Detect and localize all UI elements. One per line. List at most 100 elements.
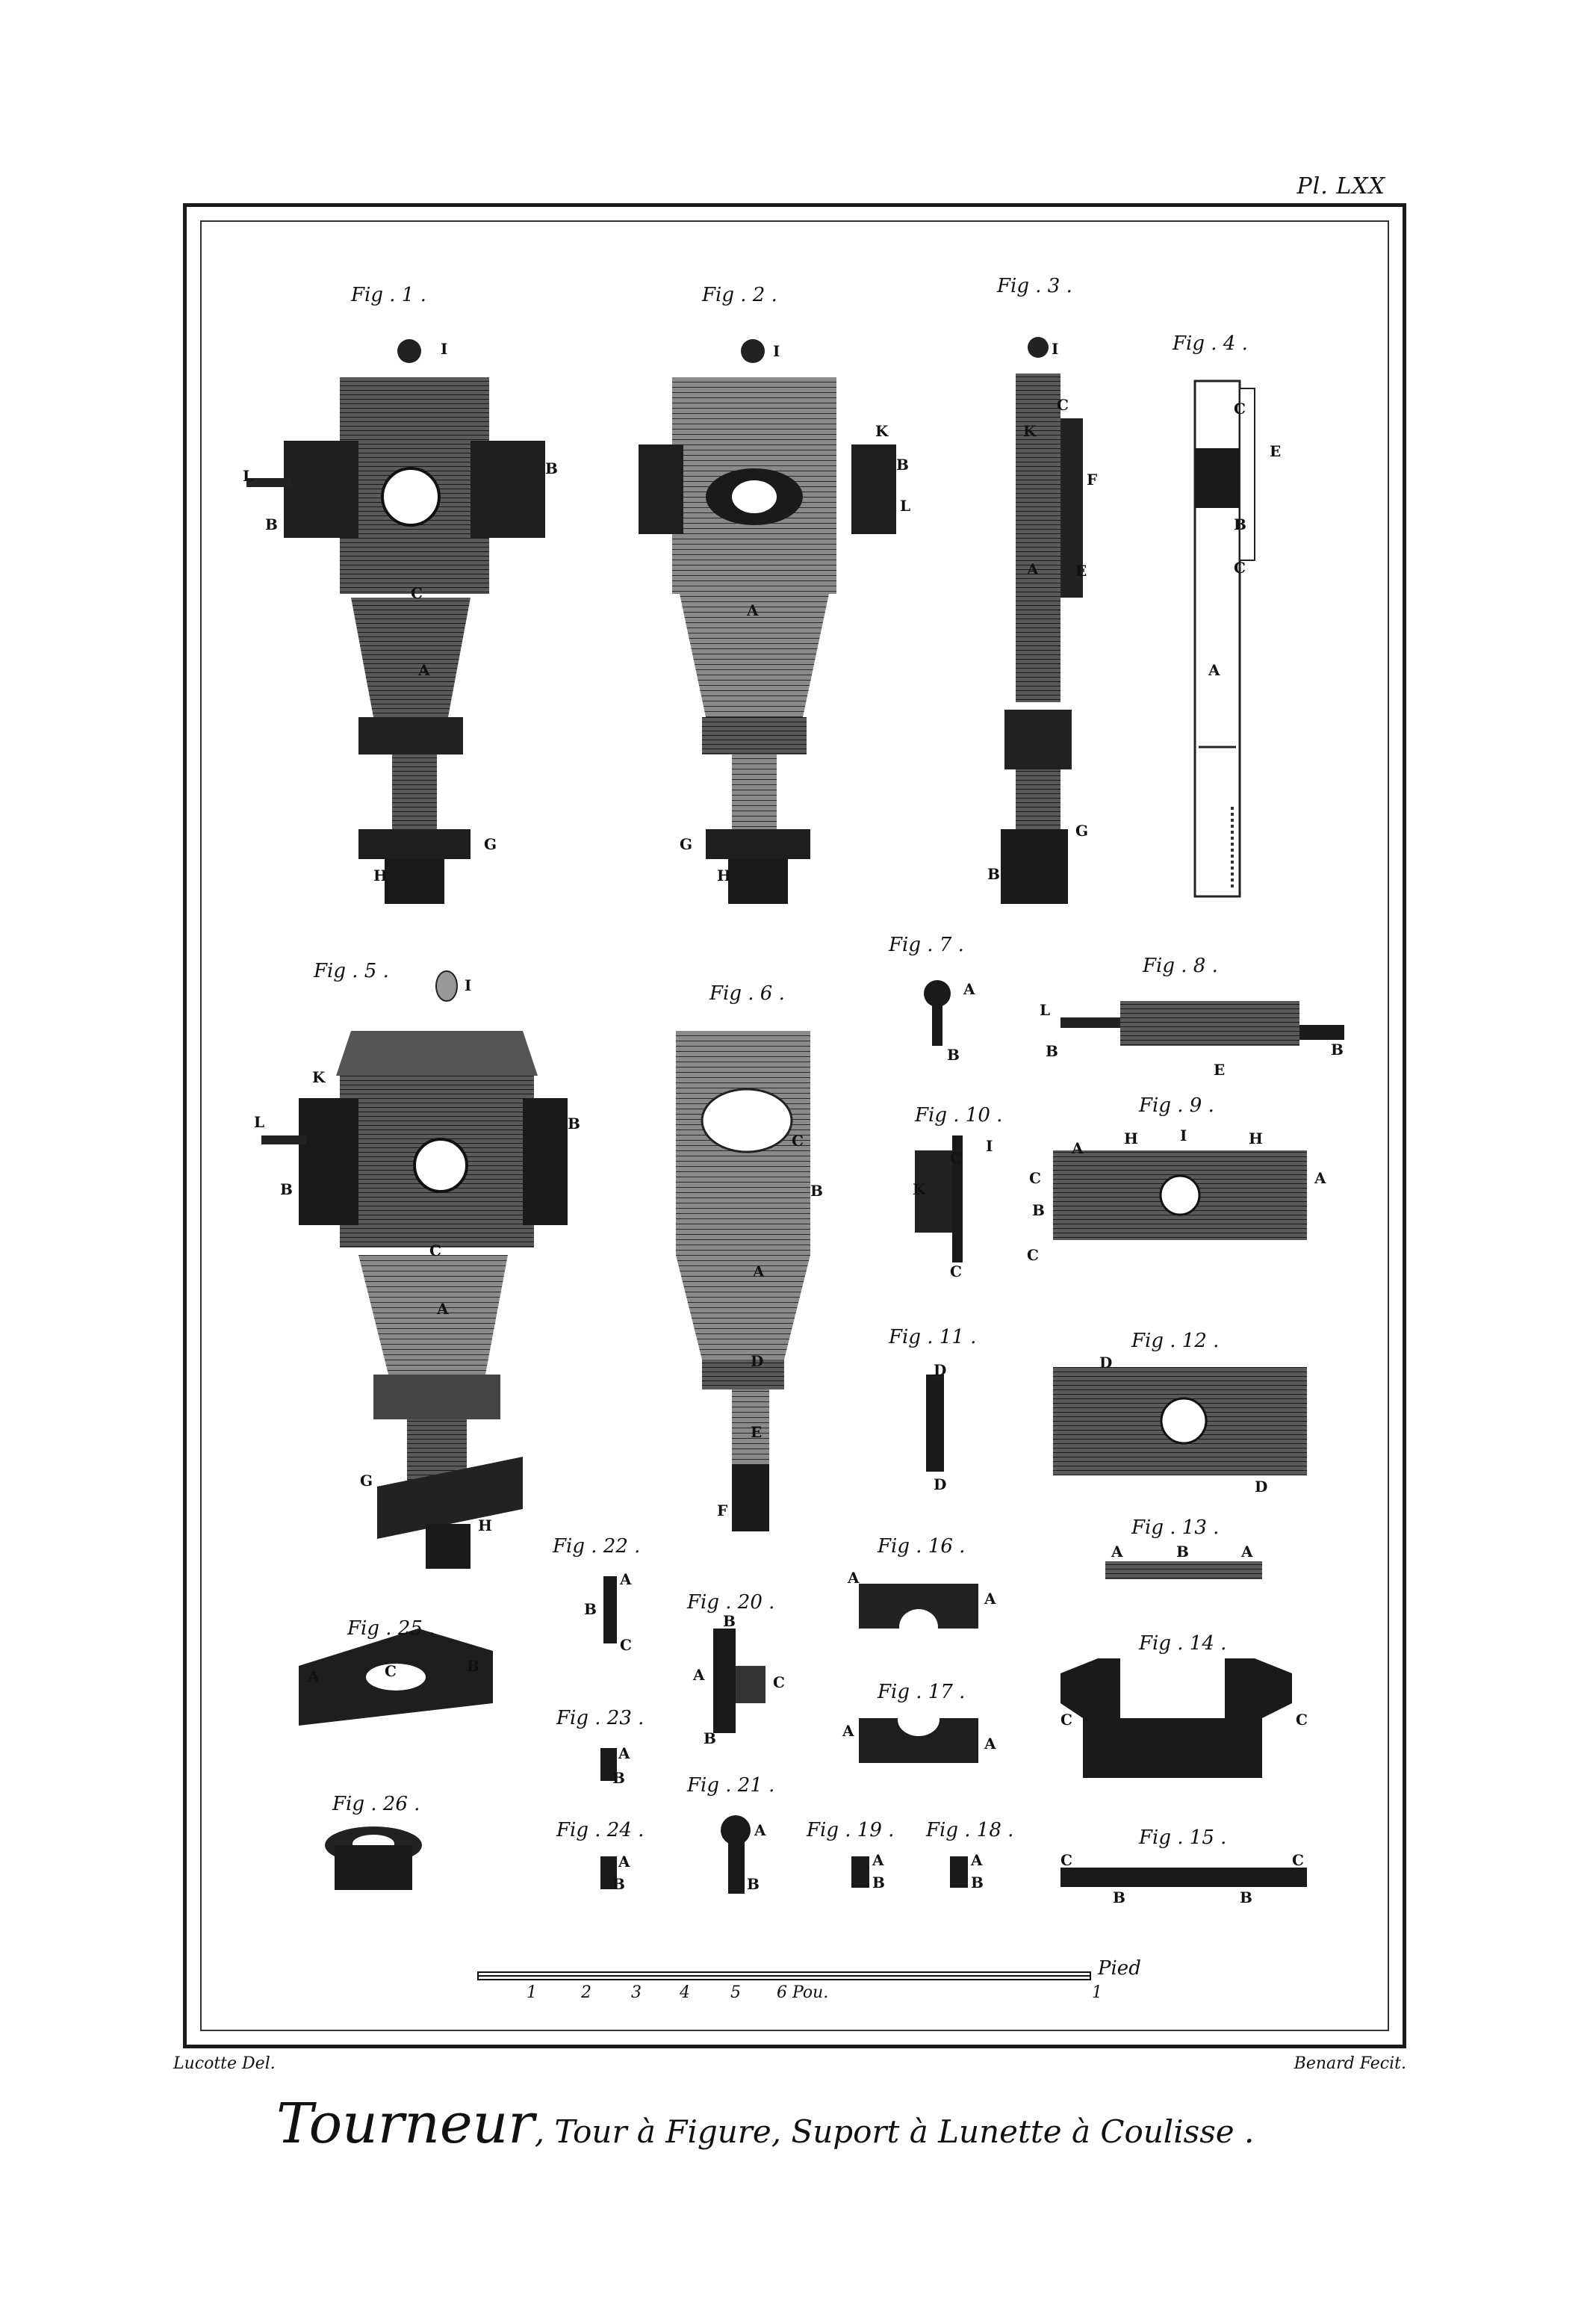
- scale-tick: 4: [680, 1983, 690, 2002]
- fig-22-drawing: [603, 1576, 617, 1643]
- caption-title: Tourneur: [276, 2092, 535, 2156]
- fig-13-label: Fig . 13 .: [1131, 1516, 1220, 1539]
- fig-2-label: Fig . 2 .: [702, 284, 777, 306]
- fig-10-label: Fig . 10 .: [915, 1104, 1003, 1127]
- fig-9-letter: C: [1027, 1246, 1039, 1264]
- plate-inner-frame: [200, 220, 1389, 2031]
- fig-5-letter: G: [360, 1472, 373, 1490]
- fig-8-letter: B: [1046, 1042, 1058, 1060]
- fig-2-letter: I: [773, 342, 780, 360]
- fig-6-label: Fig . 6 .: [709, 982, 785, 1005]
- scale-unit: Pied: [1098, 1957, 1141, 1980]
- fig-13-drawing: [1105, 1561, 1262, 1579]
- fig-16-drawing: [859, 1584, 978, 1645]
- fig-2-letter: H: [717, 867, 731, 884]
- fig-24-drawing: [600, 1856, 617, 1889]
- fig-19-letter: A: [872, 1851, 884, 1869]
- fig-17-drawing: [859, 1703, 978, 1763]
- fig-9-letter: I: [1180, 1127, 1187, 1144]
- fig-24-label: Fig . 24 .: [556, 1819, 645, 1841]
- fig-5-drawing: [261, 970, 568, 1569]
- fig-2-letter: B: [896, 456, 909, 474]
- fig-22-letter: A: [620, 1570, 632, 1588]
- fig-16-letter: A: [984, 1590, 996, 1608]
- fig-10-drawing: [915, 1135, 963, 1262]
- scale-tick: 1: [527, 1983, 537, 2002]
- fig-10-letter: K: [913, 1180, 926, 1198]
- fig-3-letter: K: [1023, 422, 1037, 440]
- fig-3-letter: A: [1027, 560, 1039, 578]
- fig-13-letter: A: [1241, 1543, 1253, 1561]
- scale-bar: [477, 1971, 1091, 1980]
- fig-3-letter: E: [1075, 562, 1087, 580]
- fig-9-letter: A: [1314, 1169, 1326, 1187]
- fig-19-letter: B: [872, 1874, 885, 1891]
- fig-18-letter: B: [971, 1874, 984, 1891]
- fig-6-letter: C: [792, 1132, 804, 1150]
- fig-22-letter: C: [620, 1636, 632, 1654]
- fig-1-letter: C: [411, 584, 423, 602]
- fig-9-drawing: [1053, 1150, 1307, 1240]
- fig-5-label: Fig . 5 .: [314, 960, 389, 982]
- fig-1-letter: B: [545, 459, 558, 477]
- fig-3-label: Fig . 3 .: [997, 275, 1072, 297]
- fig-2-letter: G: [680, 835, 693, 853]
- scale-tick: 1: [1092, 1983, 1102, 2002]
- fig-7-letter: A: [963, 980, 975, 998]
- fig-20-label: Fig . 20 .: [687, 1591, 775, 1614]
- scale-tick: 5: [730, 1983, 741, 2002]
- fig-23-letter: B: [612, 1769, 625, 1787]
- fig-1-letter: H: [373, 867, 388, 884]
- fig-17-letter: A: [842, 1722, 854, 1740]
- fig-6-letter: B: [810, 1182, 823, 1200]
- fig-17-letter: A: [984, 1735, 996, 1753]
- fig-24-letter: B: [612, 1875, 625, 1893]
- drawer-signature: Lucotte Del.: [173, 2054, 276, 2073]
- scale-tick: 2: [581, 1983, 591, 2002]
- fig-7-drawing: [924, 980, 951, 1046]
- fig-21-drawing: [721, 1815, 751, 1894]
- fig-10-letter: I: [986, 1137, 993, 1155]
- fig-2-letter: L: [900, 497, 911, 515]
- fig-4-letter: A: [1208, 661, 1220, 679]
- fig-12-label: Fig . 12 .: [1131, 1330, 1220, 1352]
- fig-23-drawing: [600, 1748, 617, 1781]
- fig-15-letter: C: [1292, 1851, 1304, 1869]
- fig-6-letter: D: [751, 1352, 764, 1370]
- fig-4-letter: B: [1234, 515, 1246, 533]
- fig-9-letter: A: [1072, 1139, 1084, 1157]
- fig-12-letter: D: [1099, 1354, 1113, 1372]
- fig-9-letter: H: [1249, 1130, 1263, 1147]
- fig-5-letter: C: [429, 1242, 441, 1259]
- fig-6-letter: F: [717, 1502, 728, 1519]
- fig-19-label: Fig . 19 .: [807, 1819, 895, 1841]
- fig-15-drawing: [1060, 1868, 1307, 1887]
- fig-5-letter: I: [465, 976, 472, 994]
- fig-20-letter: A: [693, 1666, 705, 1684]
- engraver-signature: Benard Fecit.: [1293, 2054, 1406, 2073]
- fig-25-letter: B: [467, 1657, 479, 1675]
- fig-14-drawing: [1060, 1658, 1292, 1778]
- fig-26-drawing: [325, 1826, 422, 1890]
- fig-3-letter: F: [1087, 471, 1098, 489]
- fig-21-label: Fig . 21 .: [687, 1774, 775, 1797]
- fig-11-letter: D: [934, 1475, 947, 1493]
- plate-outer-frame: [183, 203, 1406, 2048]
- fig-5-letter: A: [437, 1300, 449, 1318]
- fig-20-letter: C: [773, 1673, 785, 1691]
- fig-7-letter: B: [947, 1046, 960, 1064]
- fig-4-letter: C: [1234, 559, 1246, 577]
- fig-7-label: Fig . 7 .: [889, 934, 964, 956]
- fig-1-letter: B: [265, 515, 278, 533]
- fig-8-letter: B: [1331, 1041, 1344, 1059]
- caption-subtitle: , Tour à Figure, Suport à Lunette à Coul…: [534, 2113, 1255, 2150]
- fig-14-letter: C: [1060, 1711, 1072, 1729]
- fig-24-letter: A: [618, 1853, 630, 1871]
- fig-21-letter: A: [754, 1821, 766, 1839]
- fig-6-drawing: [676, 1031, 810, 1531]
- fig-1-letter: L: [243, 467, 254, 485]
- fig-25-letter: A: [308, 1667, 320, 1685]
- fig-26-label: Fig . 26 .: [332, 1793, 420, 1815]
- fig-18-drawing: [950, 1856, 968, 1888]
